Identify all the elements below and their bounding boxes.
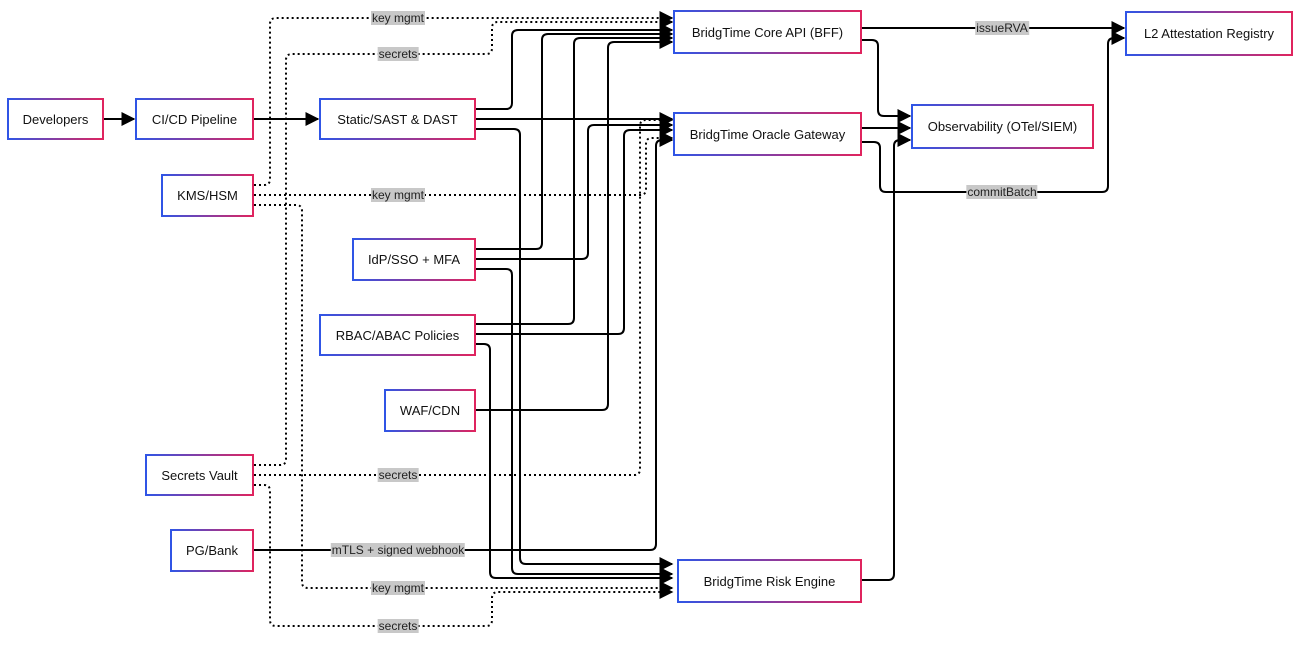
edge-label-core-l2: issueRVA	[975, 21, 1029, 35]
node-risk-engine[interactable]: BridgTime Risk Engine	[677, 559, 862, 603]
edge-rbac-risk	[476, 343, 674, 585]
edge-label-pg-oracle: mTLS + signed webhook	[330, 543, 466, 557]
edge-kms-oracle	[254, 131, 674, 196]
edge-vault-risk	[254, 484, 674, 627]
edge-label-vault-risk: secrets	[377, 619, 419, 633]
node-rbac-abac-policies[interactable]: RBAC/ABAC Policies	[319, 314, 476, 356]
node-oracle-gateway[interactable]: BridgTime Oracle Gateway	[673, 112, 862, 156]
edge-static-risk	[476, 128, 674, 571]
node-oracle-gateway-label: BridgTime Oracle Gateway	[689, 126, 846, 142]
node-idp-sso-mfa-label: IdP/SSO + MFA	[367, 252, 461, 267]
node-cicd-pipeline[interactable]: CI/CD Pipeline	[135, 98, 254, 140]
edge-vault-oracle	[254, 113, 674, 476]
node-core-api-label: BridgTime Core API (BFF)	[691, 24, 844, 40]
edge-label-kms-risk: key mgmt	[370, 581, 426, 595]
node-secrets-vault-label: Secrets Vault	[161, 467, 238, 483]
edge-label-kms-core: key mgmt	[370, 11, 426, 25]
node-l2-attestation-registry-label: L2 Attestation Registry	[1143, 26, 1275, 41]
node-idp-sso-mfa[interactable]: IdP/SSO + MFA	[352, 238, 476, 281]
edge-label-vault-oracle: secrets	[377, 468, 419, 482]
node-observability[interactable]: Observability (OTel/SIEM)	[911, 104, 1094, 149]
node-l2-attestation-registry[interactable]: L2 Attestation Registry	[1125, 11, 1293, 56]
edge-rbac-oracle	[476, 123, 674, 335]
node-developers-label: Developers	[22, 111, 89, 127]
node-kms-hsm[interactable]: KMS/HSM	[161, 174, 254, 217]
node-core-api[interactable]: BridgTime Core API (BFF)	[673, 10, 862, 54]
edge-waf-core	[476, 35, 674, 411]
node-developers[interactable]: Developers	[7, 98, 104, 140]
node-cicd-pipeline-label: CI/CD Pipeline	[151, 111, 238, 127]
edge-core-obs	[862, 39, 912, 123]
node-kms-hsm-label: KMS/HSM	[177, 188, 238, 203]
edge-idp-risk	[476, 268, 674, 581]
node-static-sast-dast[interactable]: Static/SAST & DAST	[319, 98, 476, 140]
node-risk-engine-label: BridgTime Risk Engine	[703, 573, 836, 589]
edge-label-kms-oracle: key mgmt	[370, 188, 426, 202]
node-static-sast-dast-label: Static/SAST & DAST	[337, 111, 458, 127]
node-secrets-vault[interactable]: Secrets Vault	[145, 454, 254, 496]
edge-rbac-core	[476, 31, 674, 325]
node-observability-label: Observability (OTel/SIEM)	[927, 119, 1078, 134]
edge-idp-core	[476, 27, 674, 250]
node-waf-cdn-label: WAF/CDN	[399, 403, 461, 418]
edge-risk-obs	[862, 133, 912, 581]
edge-idp-oracle	[476, 118, 674, 260]
edge-kms-risk	[254, 204, 674, 595]
edge-kms-core	[254, 11, 674, 186]
edge-label-vault-core: secrets	[377, 47, 419, 61]
node-pg-bank-label: PG/Bank	[185, 543, 239, 558]
node-waf-cdn[interactable]: WAF/CDN	[384, 389, 476, 432]
edge-static-core	[476, 23, 674, 110]
node-rbac-abac-policies-label: RBAC/ABAC Policies	[335, 327, 460, 343]
node-pg-bank[interactable]: PG/Bank	[170, 529, 254, 572]
edge-label-oracle-l2: commitBatch	[966, 185, 1038, 199]
